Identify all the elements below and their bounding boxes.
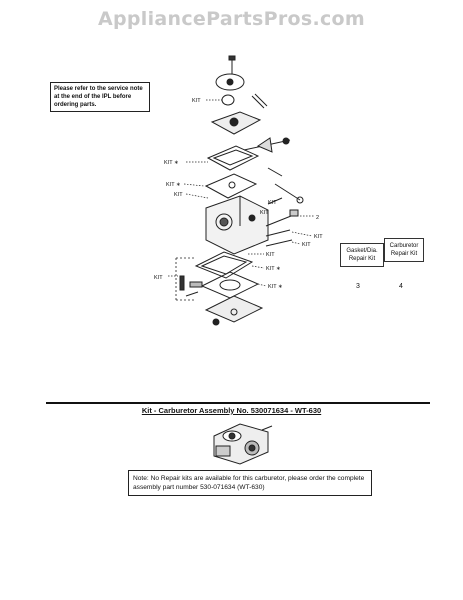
callout-kit-1: KIT bbox=[192, 98, 201, 104]
gasket-upper bbox=[206, 145, 260, 171]
callout-kit-star-3: KIT ∗ bbox=[266, 266, 281, 272]
carburetor-repair-kit-box: Carburetor Repair Kit bbox=[384, 238, 424, 262]
gasket-repair-kit-number: 3 bbox=[356, 283, 360, 290]
callout-kit-star-4: KIT ∗ bbox=[268, 284, 283, 290]
section-title: Kit - Carburetor Assembly No. 530071634 … bbox=[141, 406, 322, 415]
service-notice-box: Please refer to the service note at the … bbox=[50, 82, 150, 112]
callout-kit-5: KIT bbox=[314, 234, 323, 240]
callout-kit-6: KIT bbox=[302, 242, 311, 248]
adjustment-needles bbox=[265, 197, 299, 247]
inlet-needle-parts bbox=[179, 275, 203, 297]
callout-kit-4: KIT bbox=[260, 210, 269, 216]
carburetor-repair-kit-number: 4 bbox=[399, 283, 403, 290]
gasket-repair-kit-box: Gasket/Dia. Repair Kit bbox=[340, 243, 384, 267]
callout-number-2: 2 bbox=[316, 215, 319, 221]
callout-kit-8: KIT bbox=[154, 275, 163, 281]
watermark: AppliancePartsPros.com bbox=[97, 8, 365, 30]
callout-kit-star-1: KIT ∗ bbox=[164, 160, 179, 166]
carburetor-body bbox=[205, 195, 269, 255]
metering-diaphragm bbox=[194, 251, 254, 279]
throttle-lever bbox=[243, 137, 304, 204]
top-screw bbox=[228, 55, 236, 74]
callout-kit-3: KIT bbox=[268, 200, 277, 206]
upper-plate bbox=[210, 111, 262, 135]
section-divider bbox=[46, 402, 430, 404]
callout-kit-2: KIT bbox=[174, 192, 183, 198]
bottom-cover bbox=[204, 295, 264, 326]
cover-plate bbox=[215, 73, 245, 91]
pump-spring bbox=[221, 93, 268, 109]
repair-kit-note: Note: No Repair kits are available for t… bbox=[128, 470, 372, 496]
callout-kit-7: KIT bbox=[266, 252, 275, 258]
gasket-lower bbox=[204, 173, 258, 199]
kit-bracket bbox=[175, 257, 196, 301]
callout-kit-star-2: KIT ∗ bbox=[166, 182, 181, 188]
